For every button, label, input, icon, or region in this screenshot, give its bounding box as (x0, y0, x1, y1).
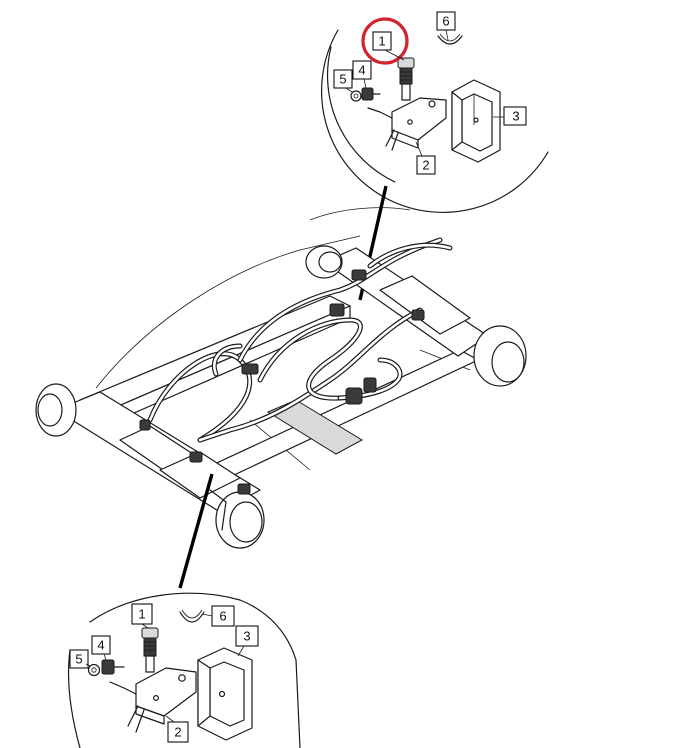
bottom-callout-3: 3 (235, 625, 259, 657)
top-callout-3: 3 (493, 106, 527, 126)
bottom-callout-3-label: 3 (243, 628, 250, 643)
hose-clip-part-6 (437, 33, 463, 45)
bolt-washer-parts-4-5 (87, 659, 137, 695)
bracket-part-3 (451, 79, 501, 163)
top-callout-3-label: 3 (512, 108, 519, 123)
bottom-callout-5: 5 (69, 649, 91, 669)
pressure-switch-part-1 (141, 627, 159, 673)
bottom-detail-view: 1 2 3 4 5 6 (67, 473, 301, 748)
top-callout-5-label: 5 (339, 71, 346, 86)
bottom-callout-1-label: 1 (138, 606, 145, 621)
top-callout-4: 4 (352, 60, 372, 89)
top-detail-view: 1 2 3 4 5 6 (320, 11, 549, 301)
hose-clip-part-6 (179, 609, 205, 623)
main-axle-assembly (35, 207, 527, 549)
bottom-callout-5-label: 5 (75, 651, 82, 666)
top-callout-2-label: 2 (422, 157, 429, 172)
top-callout-2: 2 (415, 141, 436, 175)
top-callout-6-label: 6 (442, 13, 449, 28)
bottom-callout-4-label: 4 (97, 637, 104, 652)
pressure-switch-part-1 (397, 57, 415, 101)
top-callout-5: 5 (333, 69, 353, 93)
bottom-callout-4: 4 (91, 635, 111, 661)
bracket-part-3 (197, 647, 253, 741)
top-callout-6: 6 (436, 11, 456, 41)
bottom-leader-line (178, 473, 214, 589)
bottom-callout-2: 2 (165, 715, 189, 743)
top-callout-4-label: 4 (358, 62, 365, 77)
hydraulic-hoses (147, 237, 453, 443)
hose-fittings (139, 269, 425, 495)
top-callout-1: 1 (372, 31, 405, 61)
bottom-callout-6: 6 (201, 605, 235, 627)
bottom-detail-circle (67, 592, 301, 748)
bottom-callout-1: 1 (131, 603, 153, 629)
mounting-plate-part-2 (127, 667, 197, 733)
bolt-washer-parts-4-5 (350, 87, 393, 119)
bottom-callout-6-label: 6 (219, 608, 226, 623)
mounting-plate-part-2 (385, 97, 447, 151)
bottom-callout-2-label: 2 (174, 724, 181, 739)
top-callout-1-label: 1 (378, 33, 385, 48)
highlight-ring (361, 17, 409, 65)
